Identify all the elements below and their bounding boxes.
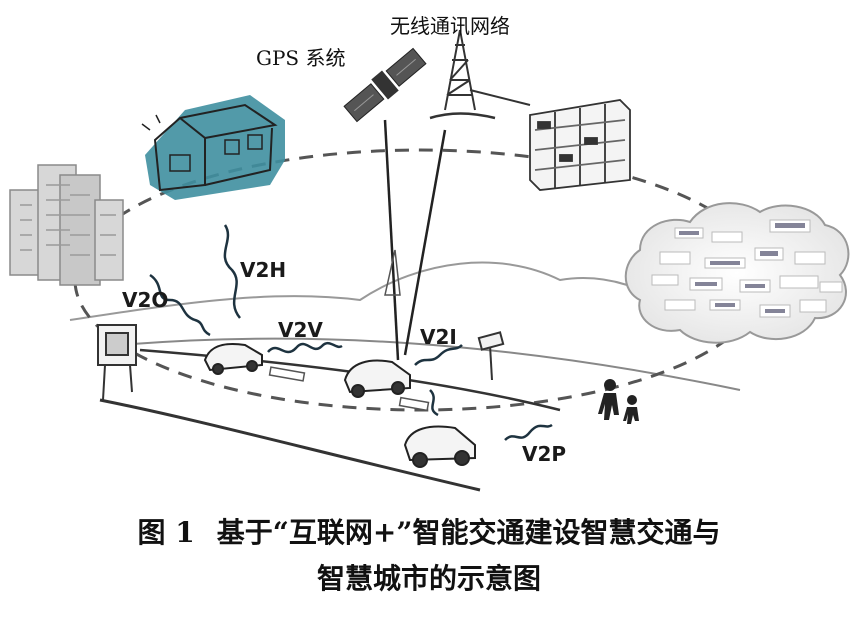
wireless-signal-line xyxy=(403,129,447,356)
comm-waves xyxy=(149,224,553,441)
hill-line xyxy=(69,261,701,321)
road-marking xyxy=(268,366,306,382)
car-2 xyxy=(343,359,411,398)
caption-line-2: 智慧城市的示意图 xyxy=(316,562,541,595)
figure-number: 图 1 xyxy=(137,516,195,549)
pedestrians-icon xyxy=(598,379,639,424)
caption-line-1: 图 1 基于“互联网+”智能交通建设智慧交通与 xyxy=(0,510,858,556)
v2o-wave xyxy=(149,273,211,337)
city-buildings xyxy=(9,164,124,286)
v2v-wave xyxy=(267,341,343,354)
mini-tower xyxy=(384,249,401,296)
satellite-icon xyxy=(343,47,427,123)
v2p-label: V2P xyxy=(522,442,567,466)
smart-transport-illustration: 无线通讯网络 GPS 系统 V2H V2O V2V V2I V2P xyxy=(9,14,850,492)
caption-text-1: 基于“互联网+”智能交通建设智慧交通与 xyxy=(216,516,721,549)
traffic-signal-post xyxy=(477,331,505,381)
v2i-label: V2I xyxy=(420,325,457,349)
radio-tower-icon xyxy=(429,29,531,120)
house xyxy=(141,95,285,200)
car-1 xyxy=(203,342,263,375)
v2h-wave xyxy=(223,224,242,319)
server-rack-icon xyxy=(529,99,631,191)
car-3 xyxy=(403,425,476,468)
v2o-label: V2O xyxy=(122,288,169,312)
wireless-network-label: 无线通讯网络 xyxy=(390,14,510,38)
road-marking xyxy=(398,396,430,412)
cloud-services xyxy=(624,202,850,344)
v2v-label: V2V xyxy=(278,318,323,342)
figure-caption: 图 1 基于“互联网+”智能交通建设智慧交通与 智慧城市的示意图 xyxy=(0,510,858,602)
road-bottom-edge xyxy=(99,398,481,492)
v2i-wave-2 xyxy=(429,389,439,417)
v2p-wave xyxy=(504,423,553,441)
illustration-svg xyxy=(9,29,850,492)
v2h-label: V2H xyxy=(240,258,287,282)
gps-system-label: GPS 系统 xyxy=(256,46,346,70)
roadside-billboard xyxy=(97,324,137,401)
v2i-wave xyxy=(414,344,463,366)
gps-signal-line xyxy=(383,119,400,361)
